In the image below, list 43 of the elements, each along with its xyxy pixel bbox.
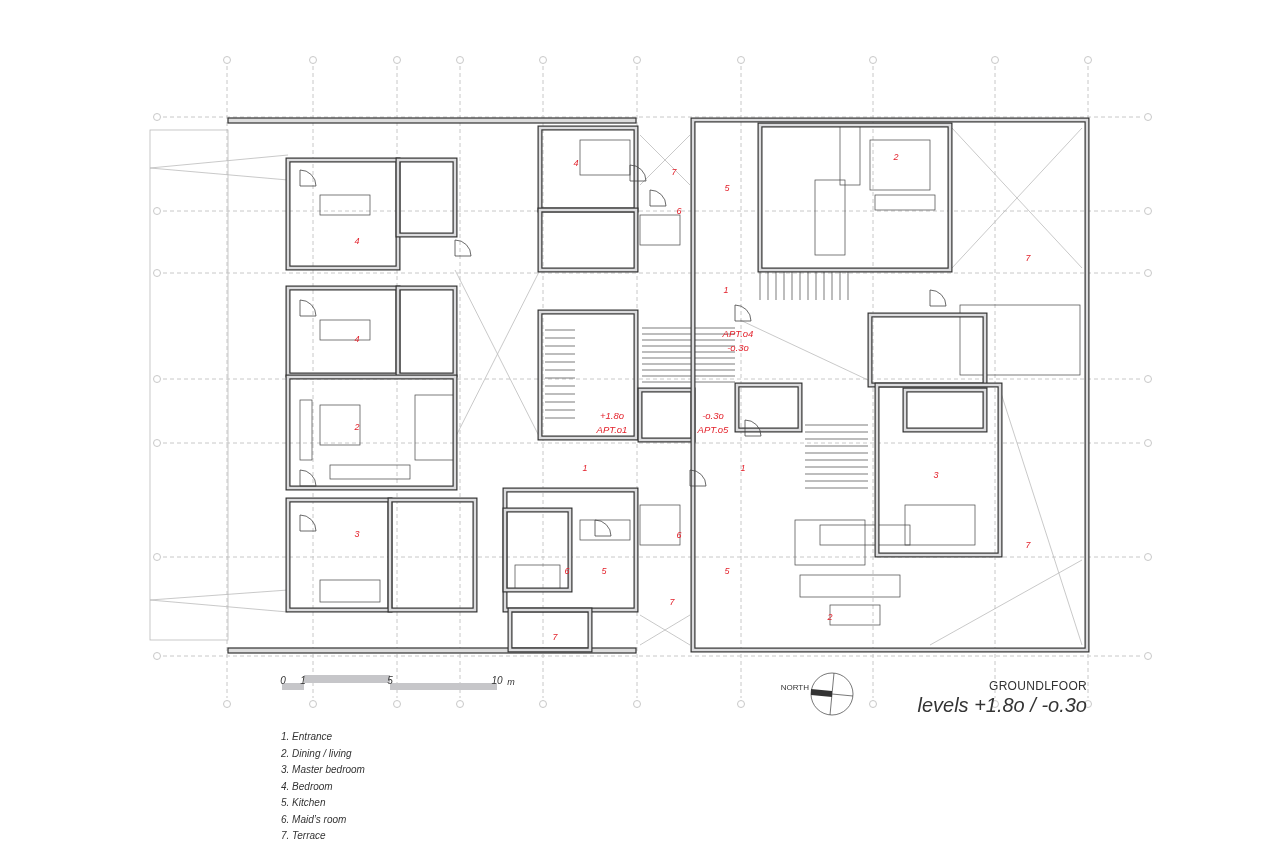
- apartment-level-note: +1.8o: [600, 411, 624, 421]
- scale-value: 10: [491, 676, 503, 686]
- room-number: 6: [676, 206, 682, 216]
- north-label: NORTH: [780, 684, 809, 692]
- apartment-level-note: APT.o4: [722, 329, 754, 339]
- apartment-level-note: APT.o5: [697, 425, 729, 435]
- drawing-title: GROUNDLFOOR: [989, 679, 1087, 693]
- room-number: 3: [354, 529, 360, 539]
- scale-value: 1: [300, 676, 306, 686]
- room-number: 7: [1025, 253, 1031, 263]
- room-number: 7: [669, 597, 675, 607]
- room-number: 1: [723, 285, 729, 295]
- room-number: 5: [601, 566, 607, 576]
- room-number: 2: [354, 422, 360, 432]
- level-subtitle: levels +1.8o / -o.3o: [917, 695, 1087, 715]
- room-number: 6: [676, 530, 682, 540]
- room-number: 4: [354, 334, 360, 344]
- room-number: 2: [827, 612, 833, 622]
- legend-item: 6. Maid’s room: [281, 815, 347, 825]
- room-number: 1: [582, 463, 588, 473]
- room-number: 5: [724, 183, 730, 193]
- scale-unit: m: [507, 677, 515, 687]
- apartment-level-note: -o.3o: [702, 411, 724, 421]
- legend-item: 2. Dining / living: [281, 749, 352, 759]
- room-number: 7: [1025, 540, 1031, 550]
- room-number: 6: [564, 566, 570, 576]
- room-number: 7: [671, 167, 677, 177]
- legend-item: 7. Terrace: [281, 831, 326, 841]
- apartment-level-note: APT.o1: [596, 425, 628, 435]
- room-number: 5: [724, 566, 730, 576]
- room-number: 2: [893, 152, 899, 162]
- legend-item: 4. Bedroom: [281, 782, 333, 792]
- legend-item: 1. Entrance: [281, 732, 333, 742]
- room-number: 1: [740, 463, 746, 473]
- room-number: 3: [933, 470, 939, 480]
- scale-value: 0: [280, 676, 286, 686]
- room-number: 7: [552, 632, 558, 642]
- room-number: 4: [354, 236, 360, 246]
- apartment-level-note: -o.3o: [727, 343, 749, 353]
- legend-item: 5. Kitchen: [281, 798, 326, 808]
- legend-item: 3. Master bedroom: [281, 765, 365, 775]
- room-number: 4: [573, 158, 579, 168]
- scale-value: 5: [387, 676, 393, 686]
